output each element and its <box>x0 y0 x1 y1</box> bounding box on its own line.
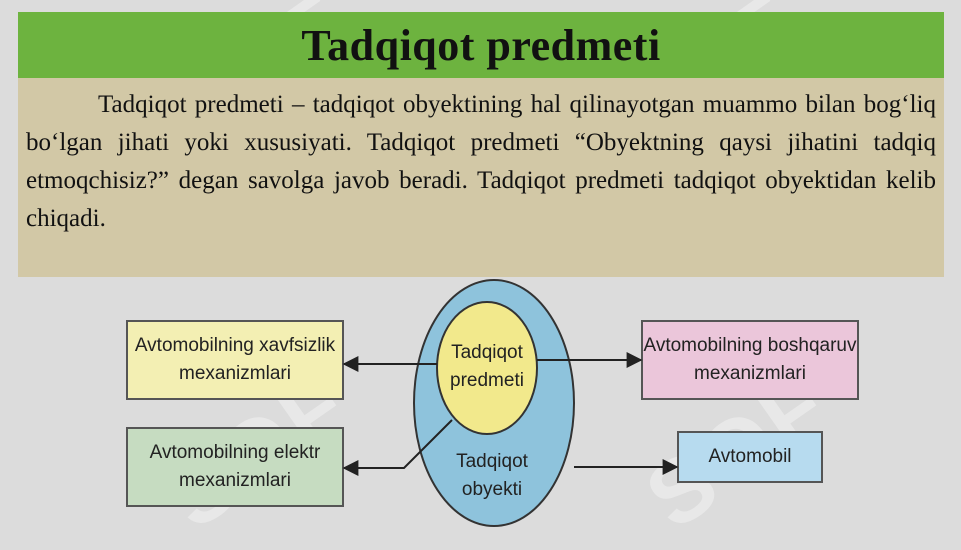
definition-box: Tadqiqot predmeti – tadqiqot obyektining… <box>18 78 944 277</box>
title-bar: Tadqiqot predmeti <box>18 12 944 78</box>
label-left-bottom: Avtomobilning elektr mexanizmlari <box>149 442 321 491</box>
label-left-top: Avtomobilning xavfsizlik mexanizmlari <box>134 335 336 384</box>
label-center-outer: Tadqiqot obyekti <box>456 451 528 500</box>
label-center-inner: Tadqiqot predmeti <box>450 342 524 391</box>
page-title: Tadqiqot predmeti <box>301 20 661 70</box>
label-right-top: Avtomobilning boshqaruv mexanizmlari <box>643 335 857 384</box>
label-right-bottom: Avtomobil <box>708 446 792 467</box>
definition-text: Tadqiqot predmeti – tadqiqot obyektining… <box>26 91 936 232</box>
arrow-to-left-bottom <box>342 419 453 476</box>
